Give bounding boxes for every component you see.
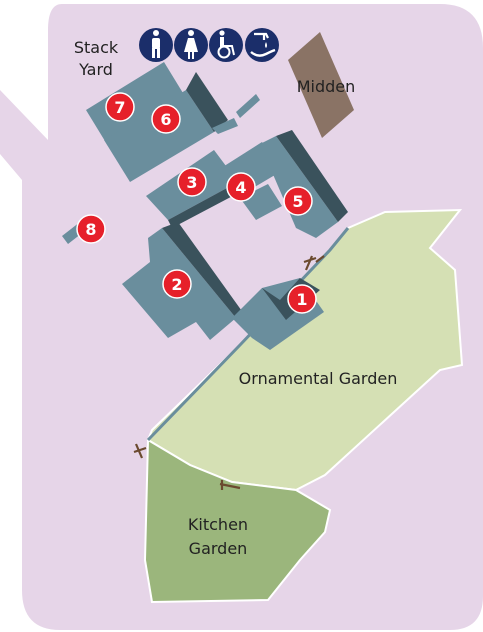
marker-2[interactable]: 2 <box>162 269 192 299</box>
gate-markers <box>133 255 325 490</box>
marker-7[interactable]: 7 <box>105 92 135 122</box>
svg-text:3: 3 <box>186 173 197 192</box>
label-stack-yard-line1: Stack <box>74 38 119 57</box>
gate <box>315 255 325 263</box>
marker-5[interactable]: 5 <box>283 186 313 216</box>
gate <box>133 443 147 459</box>
building-2-shade <box>162 222 244 318</box>
ornamental-garden <box>146 208 464 492</box>
marker-4[interactable]: 4 <box>226 172 256 202</box>
svg-text:5: 5 <box>292 192 303 211</box>
hand-washing-icon <box>245 28 279 62</box>
gate <box>219 480 241 490</box>
midden <box>288 32 354 138</box>
svg-text:4: 4 <box>235 178 246 197</box>
building-3-shade <box>168 182 244 228</box>
svg-text:2: 2 <box>171 275 182 294</box>
marker-3[interactable]: 3 <box>177 167 207 197</box>
svg-text:1: 1 <box>296 290 307 309</box>
label-ornamental-garden: Ornamental Garden <box>239 369 398 388</box>
building-stack-yard-6 <box>104 90 214 182</box>
building-5-shade <box>276 130 348 222</box>
building-stack-yard-7 <box>86 62 186 146</box>
svg-text:8: 8 <box>85 220 96 239</box>
marker-1[interactable]: 1 <box>287 284 317 314</box>
wall-segment <box>236 94 260 118</box>
gate <box>303 255 317 271</box>
accessible-toilet-icon <box>209 28 243 62</box>
svg-text:6: 6 <box>160 110 171 129</box>
marker-8[interactable]: 8 <box>76 214 106 244</box>
label-kitchen-garden-line1: Kitchen <box>188 515 248 534</box>
kitchen-garden <box>143 438 332 604</box>
numbered-markers: 7 6 3 4 5 8 2 1 <box>76 92 317 314</box>
female-toilet-icon <box>174 28 208 62</box>
label-midden: Midden <box>297 77 356 96</box>
building-roof-shade <box>186 72 228 132</box>
marker-6[interactable]: 6 <box>151 104 181 134</box>
wall-segment <box>212 118 238 134</box>
male-toilet-icon <box>139 28 173 62</box>
label-stack-yard-line2: Yard <box>78 60 113 79</box>
label-kitchen-garden-line2: Garden <box>189 539 248 558</box>
facility-icons <box>139 28 279 62</box>
svg-text:7: 7 <box>114 98 125 117</box>
